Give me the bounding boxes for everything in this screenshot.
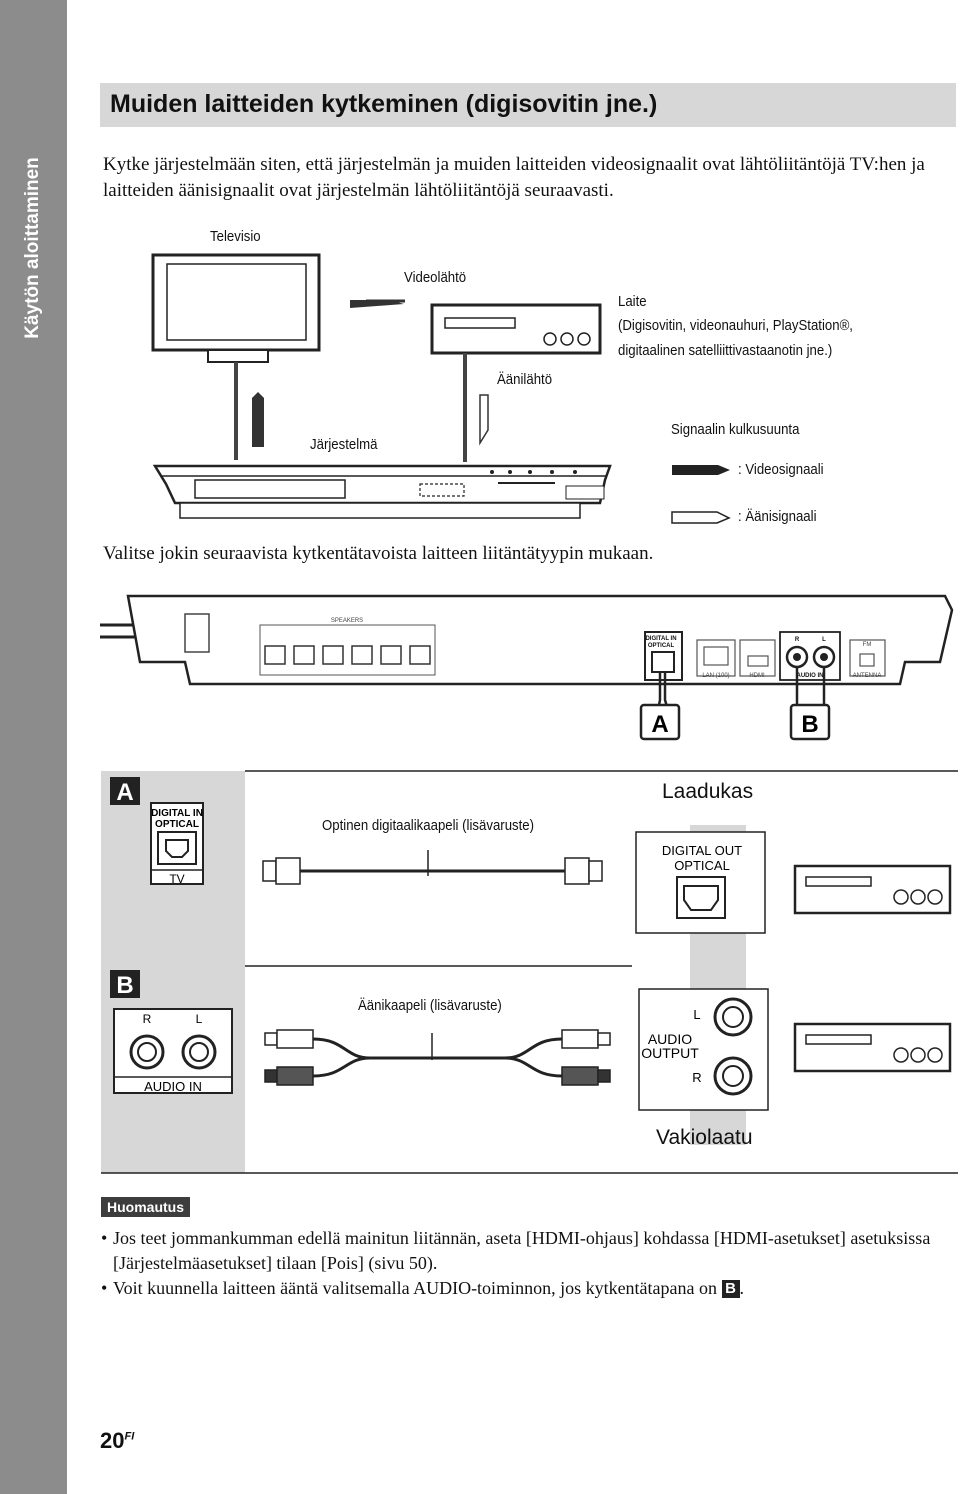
optical-in-jack bbox=[150, 802, 204, 885]
jack-b-audio-in: AUDIO IN bbox=[144, 1079, 202, 1094]
device-b-icon bbox=[793, 1022, 952, 1073]
audio-cable bbox=[264, 1029, 611, 1086]
jack-a-line2: OPTICAL bbox=[155, 819, 199, 830]
label-system: Järjestelmä bbox=[310, 436, 378, 453]
label-device-desc-1: (Digisovitin, videonauhuri, PlayStation®… bbox=[618, 317, 853, 334]
intro-paragraph: Kytke järjestelmään siten, että järjeste… bbox=[103, 154, 925, 201]
label-optical-cable: Optinen digitaalikaapeli (lisävaruste) bbox=[322, 817, 535, 834]
panel-label-b: B bbox=[789, 703, 831, 741]
page-number: 20FI bbox=[100, 1428, 135, 1453]
label-signal-direction: Signaalin kulkusuunta bbox=[671, 421, 800, 438]
rear-audio-in: AUDIO IN bbox=[797, 673, 824, 679]
jack-b-l: L bbox=[196, 1012, 203, 1026]
label-audio-out: Äänilähtö bbox=[497, 371, 553, 388]
label-high-quality: Laadukas bbox=[662, 780, 754, 803]
notes-list: Jos teet jommankumman edellä mainitun li… bbox=[101, 1226, 956, 1301]
label-video-signal: : Videosignaali bbox=[738, 461, 824, 478]
jack-b-out-l: L bbox=[693, 1007, 700, 1022]
legend-video-arrow bbox=[672, 465, 730, 475]
badge-a bbox=[110, 777, 140, 805]
instruction-text: Valitse jokin seuraavista kytkentätavois… bbox=[103, 543, 654, 564]
svg-text:B: B bbox=[801, 711, 818, 738]
section-sidebar: Käytön aloittaminen bbox=[0, 0, 67, 1494]
audio-arrow-down bbox=[479, 394, 489, 446]
label-video-out: Videolähtö bbox=[404, 269, 467, 286]
rear-digital-in: DIGITAL IN bbox=[645, 636, 676, 642]
rear-antenna: ANTENNA bbox=[853, 673, 882, 679]
audio-in-jack bbox=[113, 1008, 233, 1094]
video-arrow-up bbox=[252, 392, 264, 447]
label-standard-quality: Vakiolaatu bbox=[656, 1126, 753, 1149]
label-audio-cable: Äänikaapeli (lisävaruste) bbox=[358, 997, 502, 1014]
svg-text:A: A bbox=[651, 711, 668, 738]
rear-lan: LAN (100) bbox=[702, 673, 729, 679]
jack-a-line1: DIGITAL IN bbox=[151, 808, 203, 819]
svg-text:A: A bbox=[116, 779, 133, 806]
device-a-icon bbox=[793, 864, 952, 915]
jack-b-r: R bbox=[143, 1012, 152, 1026]
label-device-desc-2: digitaalinen satelliittivastaanotin jne.… bbox=[618, 342, 833, 359]
rear-r: R bbox=[795, 637, 800, 643]
note-item: Voit kuunnella laitteen ääntä valitsemal… bbox=[101, 1276, 956, 1301]
rear-optical: OPTICAL bbox=[648, 643, 675, 649]
svg-text:B: B bbox=[116, 972, 133, 999]
label-device: Laite bbox=[618, 293, 647, 310]
panel-label-a: A bbox=[639, 703, 681, 741]
rear-l: L bbox=[822, 637, 826, 643]
jack-b-out-line1: AUDIO bbox=[648, 1031, 692, 1047]
rear-panel-illustration bbox=[100, 594, 954, 711]
device-illustration bbox=[430, 303, 602, 355]
legend-audio-arrow bbox=[671, 511, 731, 524]
note-item: Jos teet jommankumman edellä mainitun li… bbox=[101, 1226, 956, 1276]
optical-out-jack bbox=[635, 831, 766, 934]
rear-fm: FM bbox=[863, 642, 872, 648]
inline-badge-b: B bbox=[721, 1280, 740, 1298]
label-tv: Televisio bbox=[210, 228, 261, 245]
badge-b bbox=[110, 970, 140, 998]
system-illustration bbox=[152, 464, 612, 519]
jack-a-out-line2: OPTICAL bbox=[674, 858, 730, 873]
page-title-bar: Muiden laitteiden kytkeminen (digisoviti… bbox=[100, 83, 956, 127]
page-title: Muiden laitteiden kytkeminen (digisoviti… bbox=[110, 90, 658, 118]
tv-illustration bbox=[151, 253, 321, 363]
note-badge: Huomautus bbox=[101, 1197, 190, 1217]
jack-a-tv: TV bbox=[169, 872, 184, 886]
jack-a-out-line1: DIGITAL OUT bbox=[662, 843, 742, 858]
optical-cable bbox=[262, 850, 603, 885]
audio-out-jack bbox=[638, 988, 769, 1111]
label-audio-signal: : Äänisignaali bbox=[738, 508, 817, 525]
jack-b-out-r: R bbox=[692, 1070, 701, 1085]
jack-b-out-line2: OUTPUT bbox=[641, 1045, 699, 1061]
rear-hdmi: HDMI bbox=[749, 673, 765, 679]
rear-speakers-label: SPEAKERS bbox=[331, 618, 363, 624]
